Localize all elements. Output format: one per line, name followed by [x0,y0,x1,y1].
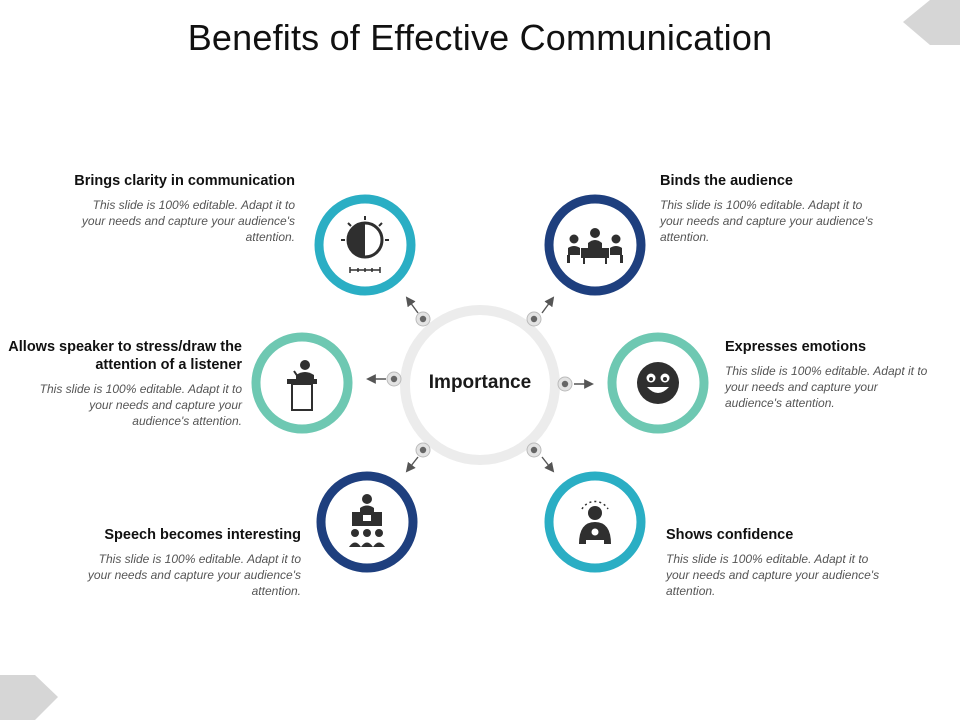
importance-hub [400,305,560,465]
benefit-clarity: Brings clarity in communication This sli… [0,172,295,245]
benefit-description: This slide is 100% editable. Adapt it to… [39,382,242,428]
smiley-face-icon [637,362,679,404]
benefit-binds: Binds the audience This slide is 100% ed… [660,172,960,245]
hub-label: Importance [428,372,532,393]
benefit-description: This slide is 100% editable. Adapt it to… [725,364,928,410]
benefit-description: This slide is 100% editable. Adapt it to… [87,552,301,598]
benefit-description: This slide is 100% editable. Adapt it to… [81,198,295,244]
contrast-icon [341,216,389,273]
meeting-table-icon [567,228,623,264]
node-speech [316,471,418,573]
benefit-heading: Shows confidence [666,527,794,543]
benefit-confidence: Shows confidence This slide is 100% edit… [666,526,960,599]
benefit-heading: Speech becomes interesting [104,527,301,543]
connector-arrows [366,296,594,473]
node-clarity [314,194,416,296]
connector-dots [386,311,573,458]
benefit-heading: Expresses emotions [725,339,867,355]
benefit-emotions: Expresses emotions This slide is 100% ed… [725,338,955,411]
benefit-heading: Brings clarity in communication [74,173,295,189]
benefit-heading: Allows speaker to stress/draw the attent… [8,339,242,373]
benefit-speech: Speech becomes interesting This slide is… [1,526,301,599]
node-binds [544,194,646,296]
podium-speaker-icon [287,360,317,411]
node-emotions [607,332,709,434]
presenter-audience-icon [349,494,385,547]
confident-person-icon [579,500,611,544]
page-title: Benefits of Effective Communication [187,17,773,58]
benefit-speaker: Allows speaker to stress/draw the attent… [0,338,242,429]
node-speaker [251,332,353,434]
benefit-description: This slide is 100% editable. Adapt it to… [660,198,874,244]
benefit-description: This slide is 100% editable. Adapt it to… [666,552,880,598]
node-confidence [544,471,646,573]
benefit-heading: Binds the audience [660,173,793,189]
